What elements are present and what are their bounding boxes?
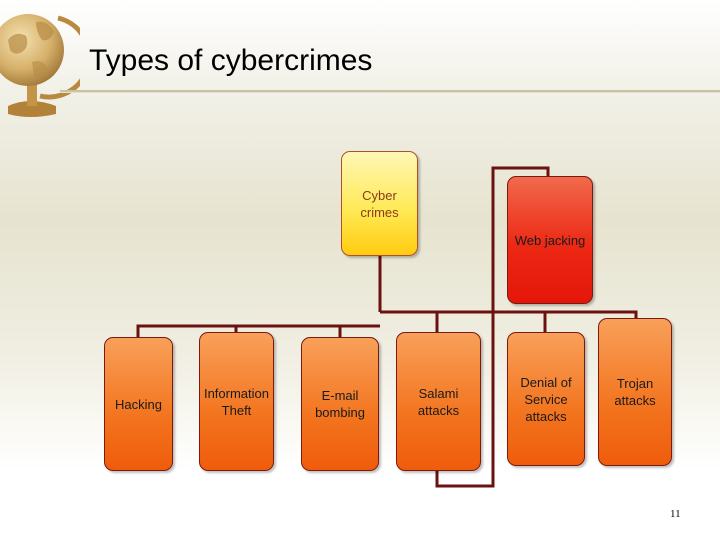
node-trojan-attacks: Trojan attacks: [598, 318, 672, 466]
connector-bus-right: [380, 310, 638, 320]
node-hacking: Hacking: [104, 337, 173, 471]
node-email-bombing: E-mail bombing: [301, 337, 379, 471]
node-web-jacking: Web jacking: [507, 176, 593, 304]
title-rule-shadow: [60, 92, 720, 93]
node-salami-attacks: Salami attacks: [396, 332, 481, 471]
slide-title: Types of cybercrimes: [89, 44, 373, 77]
node-denial-of-service: Denial of Service attacks: [507, 332, 585, 466]
connector-bus-info: [234, 324, 380, 334]
title-rule: [60, 90, 720, 92]
connector-bus-email: [338, 324, 380, 338]
page-number: 11: [670, 508, 681, 520]
node-information-theft: Information Theft: [199, 332, 274, 471]
connector-webjacking-loop: [435, 166, 550, 488]
globe-icon: [0, 14, 80, 117]
node-cyber-crimes: Cyber crimes: [341, 151, 418, 256]
